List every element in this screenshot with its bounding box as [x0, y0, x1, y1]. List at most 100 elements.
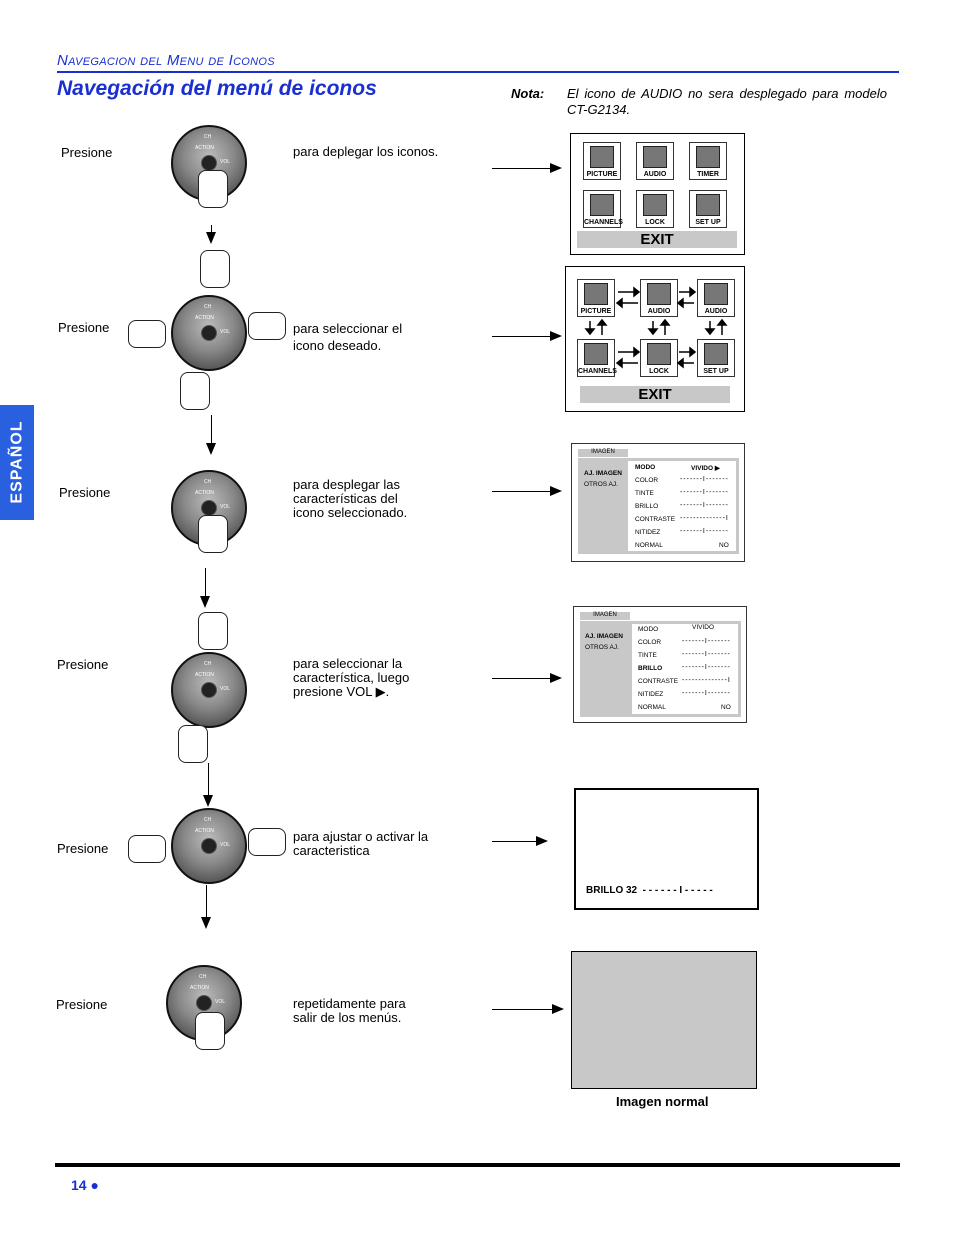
down-arrow — [203, 763, 213, 807]
exit-button[interactable]: EXIT — [577, 231, 737, 248]
channels-icon[interactable]: CHANNELS — [577, 339, 617, 377]
menu-row-color[interactable]: COLOR — [635, 477, 659, 484]
step-1-label: Presione — [61, 145, 113, 160]
menu-row-nitidez[interactable]: NITIDEZ — [635, 529, 661, 536]
page-number: 14 ● — [71, 1177, 99, 1193]
imagen-menu-panel: AJ. IMAGEN OTROS AJ. MODO VIVIDO ▶ COLOR… — [578, 458, 739, 554]
menu-value-normal: NO — [721, 704, 731, 711]
action-button[interactable] — [201, 838, 217, 854]
step-2-label: Presione — [58, 320, 110, 335]
menu-value-modo: VIVIDO — [692, 624, 715, 631]
step-6-desc: repetidamente para salir de los menús. — [293, 996, 406, 1025]
pointing-hand-left-icon — [128, 835, 166, 863]
remote-dial-5: CH ACTION VOL — [171, 808, 247, 884]
action-button[interactable] — [201, 682, 217, 698]
menu-value-tinte: - - - - - - - I - - - - - - - — [682, 651, 730, 658]
menu-row-normal[interactable]: NORMAL — [635, 542, 663, 549]
menu-item-otros-aj[interactable]: OTROS AJ. — [584, 481, 618, 488]
menu-item-otros-aj[interactable]: OTROS AJ. — [585, 644, 619, 651]
menu-value-color: - - - - - - - I - - - - - - - — [680, 476, 728, 483]
menu-row-modo[interactable]: MODO — [635, 464, 656, 471]
step-2-desc: para seleccionar el icono deseado. — [293, 321, 403, 353]
ch-label: CH — [199, 974, 207, 980]
menu-row-tinte[interactable]: TINTE — [638, 652, 657, 659]
menu-value-brillo: - - - - - - - I - - - - - - - — [682, 664, 730, 671]
step-4-label: Presione — [57, 657, 109, 672]
imagen-tab[interactable]: IMAGEN — [580, 612, 630, 620]
pointing-hand-down-icon — [180, 372, 210, 410]
step-1-desc: para deplegar los iconos. — [293, 144, 439, 159]
action-label: ACTION — [195, 490, 214, 496]
step-5-desc: para ajustar o activar la caracteristica — [293, 829, 429, 858]
action-button[interactable] — [201, 500, 217, 516]
menu-value-contraste: - - - - - - - - - - - - - - I — [680, 515, 728, 522]
ch-label: CH — [204, 304, 212, 310]
imagen-tab[interactable]: IMAGEN — [578, 449, 628, 457]
audio-icon[interactable]: AUDIO — [636, 142, 674, 180]
menu-row-color[interactable]: COLOR — [638, 639, 662, 646]
menu-item-aj-imagen[interactable]: AJ. IMAGEN — [585, 633, 623, 640]
action-label: ACTION — [195, 828, 214, 834]
menu-value-nitidez: - - - - - - - I - - - - - - - — [680, 528, 728, 535]
action-label: ACTION — [195, 315, 214, 321]
menu-row-normal[interactable]: NORMAL — [638, 704, 666, 711]
menu-row-brillo[interactable]: BRILLO — [635, 503, 659, 510]
channels-icon[interactable]: CHANNELS — [583, 190, 623, 228]
lock-icon[interactable]: LOCK — [640, 339, 678, 377]
action-button[interactable] — [201, 155, 217, 171]
imagen-menu-brillo-screen: IMAGEN AJ. IMAGEN OTROS AJ. MODO VIVIDO … — [573, 606, 747, 723]
language-tab-label: ESPAÑOL — [8, 420, 26, 504]
navigation-arrows-icon — [584, 286, 728, 369]
vol-label: VOL — [220, 686, 231, 692]
menu-value-brillo: - - - - - - - I - - - - - - - — [680, 502, 728, 509]
remote-dial-2: CH ACTION VOL — [171, 295, 247, 371]
menu-row-tinte[interactable]: TINTE — [635, 490, 654, 497]
page-title: Navegación del menú de iconos — [57, 77, 377, 100]
section-header: Navegacion del Menu de Iconos — [57, 52, 275, 69]
down-arrow — [200, 568, 210, 608]
brillo-adjust-screen: BRILLO 32 - - - - - - I - - - - - — [574, 788, 759, 910]
menu-item-aj-imagen[interactable]: AJ. IMAGEN — [584, 470, 622, 477]
pointing-hand-down-icon — [178, 725, 208, 763]
brillo-level-readout: BRILLO 32 - - - - - - I - - - - - — [586, 885, 713, 896]
menu-value-contraste: - - - - - - - - - - - - - - I — [682, 677, 730, 684]
normal-image-screen — [571, 951, 757, 1089]
footer-rule — [55, 1163, 900, 1167]
exit-button[interactable]: EXIT — [580, 386, 730, 403]
ch-label: CH — [204, 817, 212, 823]
menu-row-brillo-selected[interactable]: BRILLO — [638, 665, 663, 672]
vol-label: VOL — [220, 504, 231, 510]
header-rule — [57, 71, 899, 73]
ch-label: CH — [204, 134, 212, 140]
vol-label: VOL — [220, 842, 231, 848]
menu-row-modo[interactable]: MODO — [638, 626, 659, 633]
pointing-hand-right-icon — [248, 828, 286, 856]
setup-icon[interactable]: SET UP — [697, 339, 735, 377]
ch-label: CH — [204, 661, 212, 667]
language-tab: ESPAÑOL — [0, 405, 34, 520]
menu-row-contraste[interactable]: CONTRASTE — [635, 516, 676, 523]
audio-icon[interactable]: AUDIO — [640, 279, 678, 317]
menu-row-nitidez[interactable]: NITIDEZ — [638, 691, 664, 698]
lock-icon[interactable]: LOCK — [636, 190, 674, 228]
normal-image-caption: Imagen normal — [616, 1094, 709, 1109]
picture-icon[interactable]: PICTURE — [583, 142, 621, 180]
nota-label: Nota: — [511, 86, 545, 101]
menu-value-normal: NO — [719, 542, 729, 549]
vol-label: VOL — [215, 999, 226, 1005]
menu-value-tinte: - - - - - - - I - - - - - - - — [680, 489, 728, 496]
imagen-menu-screen: IMAGEN AJ. IMAGEN OTROS AJ. MODO VIVIDO … — [571, 443, 745, 562]
step-3-label: Presione — [59, 485, 111, 500]
audio-icon[interactable]: AUDIO — [697, 279, 735, 317]
setup-icon[interactable]: SET UP — [689, 190, 727, 228]
action-button[interactable] — [201, 325, 217, 341]
vol-label: VOL — [220, 329, 231, 335]
step-5-label: Presione — [57, 841, 109, 856]
action-button[interactable] — [196, 995, 212, 1011]
menu-row-contraste[interactable]: CONTRASTE — [638, 678, 679, 685]
timer-icon[interactable]: TIMER — [689, 142, 727, 180]
menu-value-modo: VIVIDO ▶ — [691, 465, 720, 472]
picture-icon[interactable]: PICTURE — [577, 279, 615, 317]
